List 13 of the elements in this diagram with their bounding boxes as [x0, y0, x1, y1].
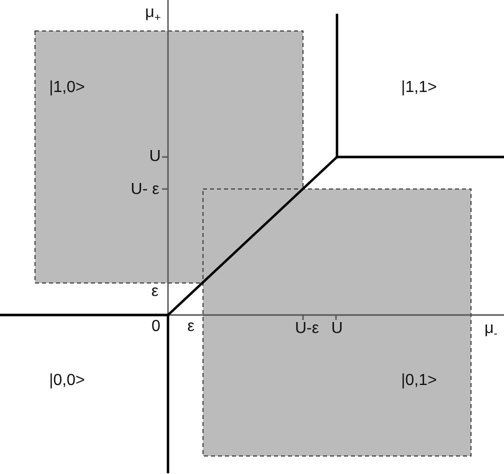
tick-label: ε — [187, 319, 195, 335]
tick-label: 0 — [152, 319, 160, 335]
phase-label: |1,1> — [401, 80, 437, 96]
tick-label: ε — [151, 284, 159, 300]
phase-label: |1,0> — [49, 80, 85, 96]
tick-label: U- ε — [130, 182, 160, 198]
tick-label: U — [331, 321, 343, 337]
axis-label: μ$_{+}$ — [145, 5, 161, 21]
tick-label: U — [149, 149, 161, 165]
tick-label: U-ε — [295, 321, 319, 337]
axis-label: μ$_{-}$ — [484, 321, 498, 337]
phase-label: |0,0> — [49, 373, 85, 389]
phase-label: |0,1> — [401, 373, 437, 389]
